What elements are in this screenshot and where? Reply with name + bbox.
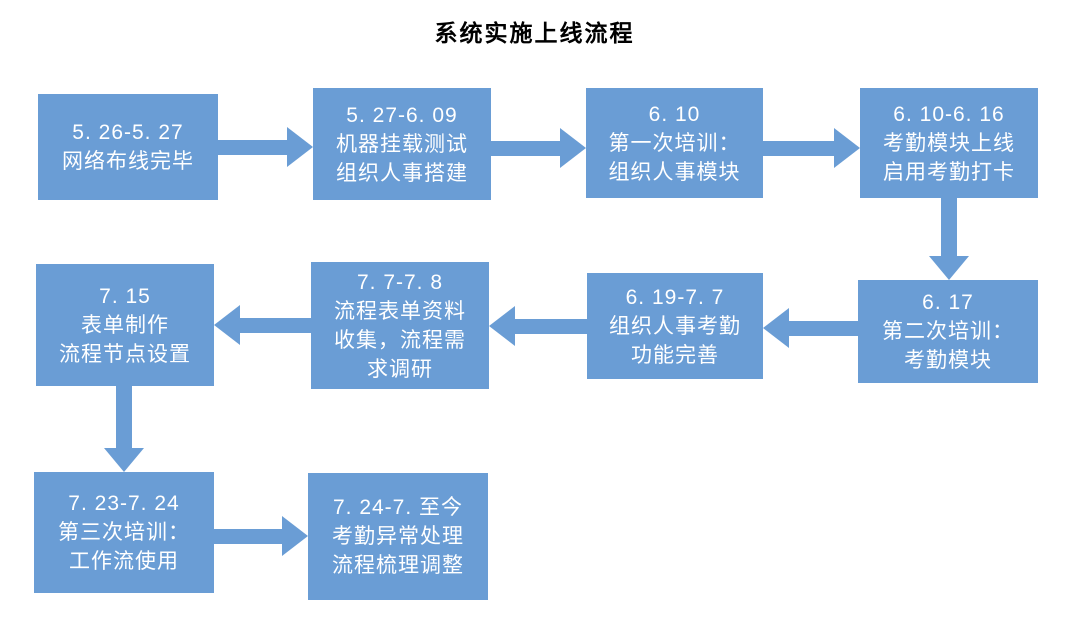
step-date: 5. 27-6. 09 bbox=[346, 103, 458, 127]
step-label-line: 流程梳理调整 bbox=[332, 554, 464, 577]
arrow-shaft bbox=[515, 318, 587, 334]
step-label-line: 求调研 bbox=[367, 357, 433, 381]
step-label-line: 网络布线完毕 bbox=[62, 150, 194, 173]
flow-step-6: 6. 19-7. 7 组织人事考勤 功能完善 bbox=[587, 273, 763, 379]
step-label-line: 第一次培训： bbox=[608, 131, 741, 155]
arrow-right-icon bbox=[214, 516, 308, 556]
flow-step-8: 7. 15 表单制作 流程节点设置 bbox=[36, 264, 214, 386]
arrow-shaft bbox=[789, 320, 858, 336]
step-date: 7. 15 bbox=[99, 284, 151, 308]
step-date: 6. 17 bbox=[922, 291, 974, 314]
diagram-title: 系统实施上线流程 bbox=[434, 20, 635, 46]
arrow-head bbox=[282, 516, 308, 556]
arrow-shaft bbox=[218, 139, 287, 155]
flow-step-4: 6. 10-6. 16 考勤模块上线 启用考勤打卡 bbox=[860, 88, 1038, 198]
step-label-line: 流程节点设置 bbox=[59, 342, 191, 366]
arrow-left-icon bbox=[489, 306, 587, 346]
flow-step-10: 7. 24-7. 至今 考勤异常处理 流程梳理调整 bbox=[308, 473, 488, 600]
arrow-shaft bbox=[214, 528, 282, 544]
arrow-right-icon bbox=[491, 128, 586, 168]
arrow-head bbox=[214, 305, 240, 345]
step-date: 7. 7-7. 8 bbox=[356, 270, 444, 294]
step-date: 7. 24-7. 至今 bbox=[332, 496, 464, 519]
flow-step-3: 6. 10 第一次培训： 组织人事模块 bbox=[586, 88, 763, 198]
step-date: 6. 10 bbox=[648, 102, 701, 126]
step-label-line: 组织人事搭建 bbox=[336, 161, 468, 185]
flow-step-9: 7. 23-7. 24 第三次培训： 工作流使用 bbox=[34, 472, 214, 593]
arrow-shaft bbox=[941, 198, 957, 256]
arrow-head bbox=[763, 308, 789, 348]
step-date: 7. 23-7. 24 bbox=[68, 492, 180, 515]
step-date: 5. 26-5. 27 bbox=[72, 121, 184, 144]
step-label-line: 组织人事模块 bbox=[608, 160, 741, 184]
arrow-left-icon bbox=[763, 308, 858, 348]
step-label-line: 第二次培训： bbox=[882, 320, 1014, 343]
step-label-line: 机器挂载测试 bbox=[336, 132, 468, 156]
arrow-head bbox=[929, 256, 969, 280]
arrow-shaft bbox=[763, 140, 834, 156]
arrow-right-icon bbox=[763, 128, 860, 168]
step-label-line: 表单制作 bbox=[81, 313, 169, 337]
step-label-line: 启用考勤打卡 bbox=[883, 160, 1015, 184]
step-label-line: 第三次培训： bbox=[58, 521, 190, 544]
step-date: 6. 10-6. 16 bbox=[893, 102, 1005, 126]
step-label-line: 考勤模块 bbox=[904, 349, 992, 372]
flow-step-7: 7. 7-7. 8 流程表单资料 收集，流程需 求调研 bbox=[311, 262, 489, 389]
arrow-head bbox=[287, 127, 313, 167]
flow-step-1: 5. 26-5. 27 网络布线完毕 bbox=[38, 94, 218, 200]
arrow-shaft bbox=[491, 140, 560, 156]
arrow-head bbox=[104, 448, 144, 472]
step-label-line: 考勤异常处理 bbox=[332, 525, 464, 548]
arrow-head bbox=[489, 306, 515, 346]
arrow-shaft bbox=[240, 317, 311, 333]
arrow-right-icon bbox=[218, 127, 313, 167]
arrow-down-icon bbox=[104, 386, 144, 472]
flow-step-2: 5. 27-6. 09 机器挂载测试 组织人事搭建 bbox=[313, 88, 491, 200]
step-label-line: 组织人事考勤 bbox=[609, 314, 741, 338]
arrow-head bbox=[834, 128, 860, 168]
step-label-line: 工作流使用 bbox=[69, 550, 179, 573]
arrow-shaft bbox=[116, 386, 132, 448]
flow-step-5: 6. 17 第二次培训： 考勤模块 bbox=[858, 280, 1038, 383]
step-label-line: 收集，流程需 bbox=[334, 328, 466, 352]
step-label-line: 功能完善 bbox=[631, 343, 719, 367]
arrow-left-icon bbox=[214, 305, 311, 345]
arrow-down-icon bbox=[929, 198, 969, 280]
arrow-head bbox=[560, 128, 586, 168]
step-date: 6. 19-7. 7 bbox=[625, 285, 725, 309]
step-label-line: 考勤模块上线 bbox=[883, 131, 1015, 155]
step-label-line: 流程表单资料 bbox=[334, 299, 466, 323]
